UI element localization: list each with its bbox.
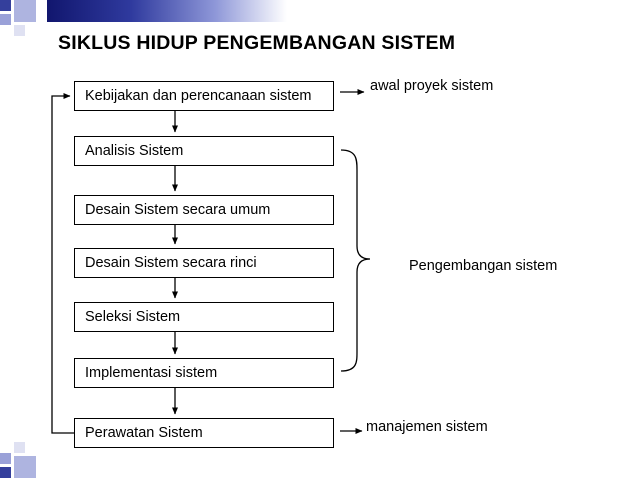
deco-square-top-1 [0,0,11,11]
flow-node-desain-rinci[interactable]: Desain Sistem secara rinci [74,248,334,278]
deco-square-top-4 [14,25,25,36]
header-gradient-bar [47,0,287,22]
flow-node-seleksi[interactable]: Seleksi Sistem [74,302,334,332]
flow-node-kebijakan[interactable]: Kebijakan dan perencanaan sistem [74,81,334,111]
deco-square-bottom-1 [0,467,11,478]
flow-node-implementasi[interactable]: Implementasi sistem [74,358,334,388]
deco-square-bottom-4 [14,442,25,453]
annotation-awal-proyek: awal proyek sistem [370,78,494,94]
flow-node-perawatan[interactable]: Perawatan Sistem [74,418,334,448]
deco-square-bottom-3 [0,453,11,464]
flow-node-analisis[interactable]: Analisis Sistem [74,136,334,166]
flow-node-desain-umum[interactable]: Desain Sistem secara umum [74,195,334,225]
annotation-manajemen-sistem: manajemen sistem [366,419,488,435]
deco-square-bottom-2 [14,456,36,478]
deco-square-top-3 [0,14,11,25]
deco-square-top-2 [14,0,36,22]
annotation-pengembangan: Pengembangan sistem [409,258,558,274]
page-title: SIKLUS HIDUP PENGEMBANGAN SISTEM [58,32,456,54]
